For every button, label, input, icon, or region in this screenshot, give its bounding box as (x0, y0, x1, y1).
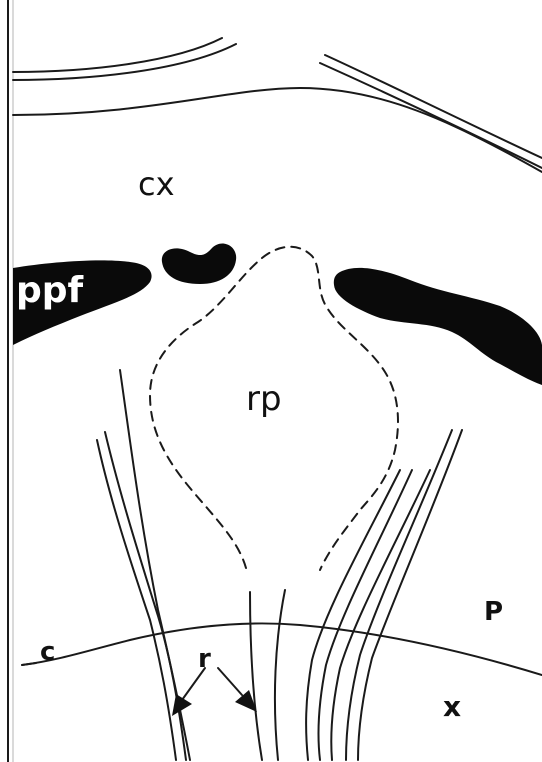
top-left-curve-2 (13, 44, 236, 80)
label-x: x (443, 690, 461, 723)
top-left-curve-1 (13, 38, 222, 72)
r-arrow-right-shaft (218, 668, 242, 695)
label-cx: cx (138, 165, 175, 203)
c-boundary-line (22, 623, 542, 675)
top-right-curve-1 (325, 55, 542, 158)
fiber-right-3 (331, 470, 430, 760)
label-P: P (484, 597, 503, 627)
label-r: r (198, 644, 211, 674)
label-ppf: ppf (16, 270, 84, 311)
fiber-center-2 (275, 590, 285, 760)
fiber-right-1 (306, 470, 400, 760)
r-arrow-left-head (172, 694, 192, 716)
c-label-leader (22, 663, 36, 665)
ppf-middle-blob (162, 244, 236, 284)
ppf-right-blob (334, 268, 542, 385)
label-c: c (40, 637, 55, 667)
fiber-center-1 (250, 592, 262, 760)
label-rp: rp (246, 379, 282, 419)
